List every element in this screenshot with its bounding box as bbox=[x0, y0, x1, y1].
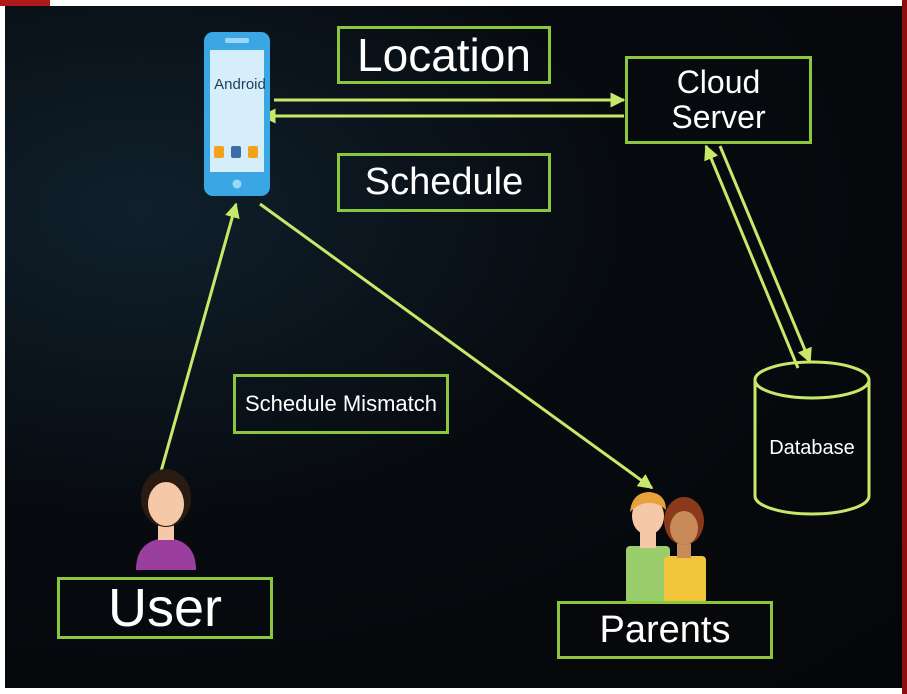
location-label: Location bbox=[337, 26, 551, 84]
user-avatar-icon bbox=[136, 469, 196, 570]
database-icon bbox=[753, 360, 871, 516]
parents-label: Parents bbox=[557, 601, 773, 659]
schedule-label: Schedule bbox=[337, 153, 551, 212]
diagram-background bbox=[5, 6, 902, 688]
database-label: Database bbox=[769, 437, 855, 459]
arrow-user-to-android bbox=[158, 202, 240, 476]
cloud-server-label-line2: Server bbox=[671, 99, 766, 135]
arrow-database-to-cloud bbox=[704, 144, 800, 369]
parents-avatar-icon bbox=[626, 492, 706, 604]
cloud-server-label-line1: Cloud bbox=[676, 64, 761, 100]
arrow-cloud-to-database bbox=[718, 145, 812, 364]
user-label: User bbox=[57, 577, 273, 639]
red-corner-accent bbox=[0, 0, 50, 6]
schedule-mismatch-label: Schedule Mismatch bbox=[233, 374, 449, 434]
red-edge-accent bbox=[902, 0, 907, 694]
cloud-server-label: Cloud Server bbox=[625, 56, 812, 144]
arrow-android-to-parents bbox=[259, 202, 654, 490]
android-label: Android bbox=[214, 76, 266, 93]
android-phone-icon bbox=[204, 32, 270, 196]
